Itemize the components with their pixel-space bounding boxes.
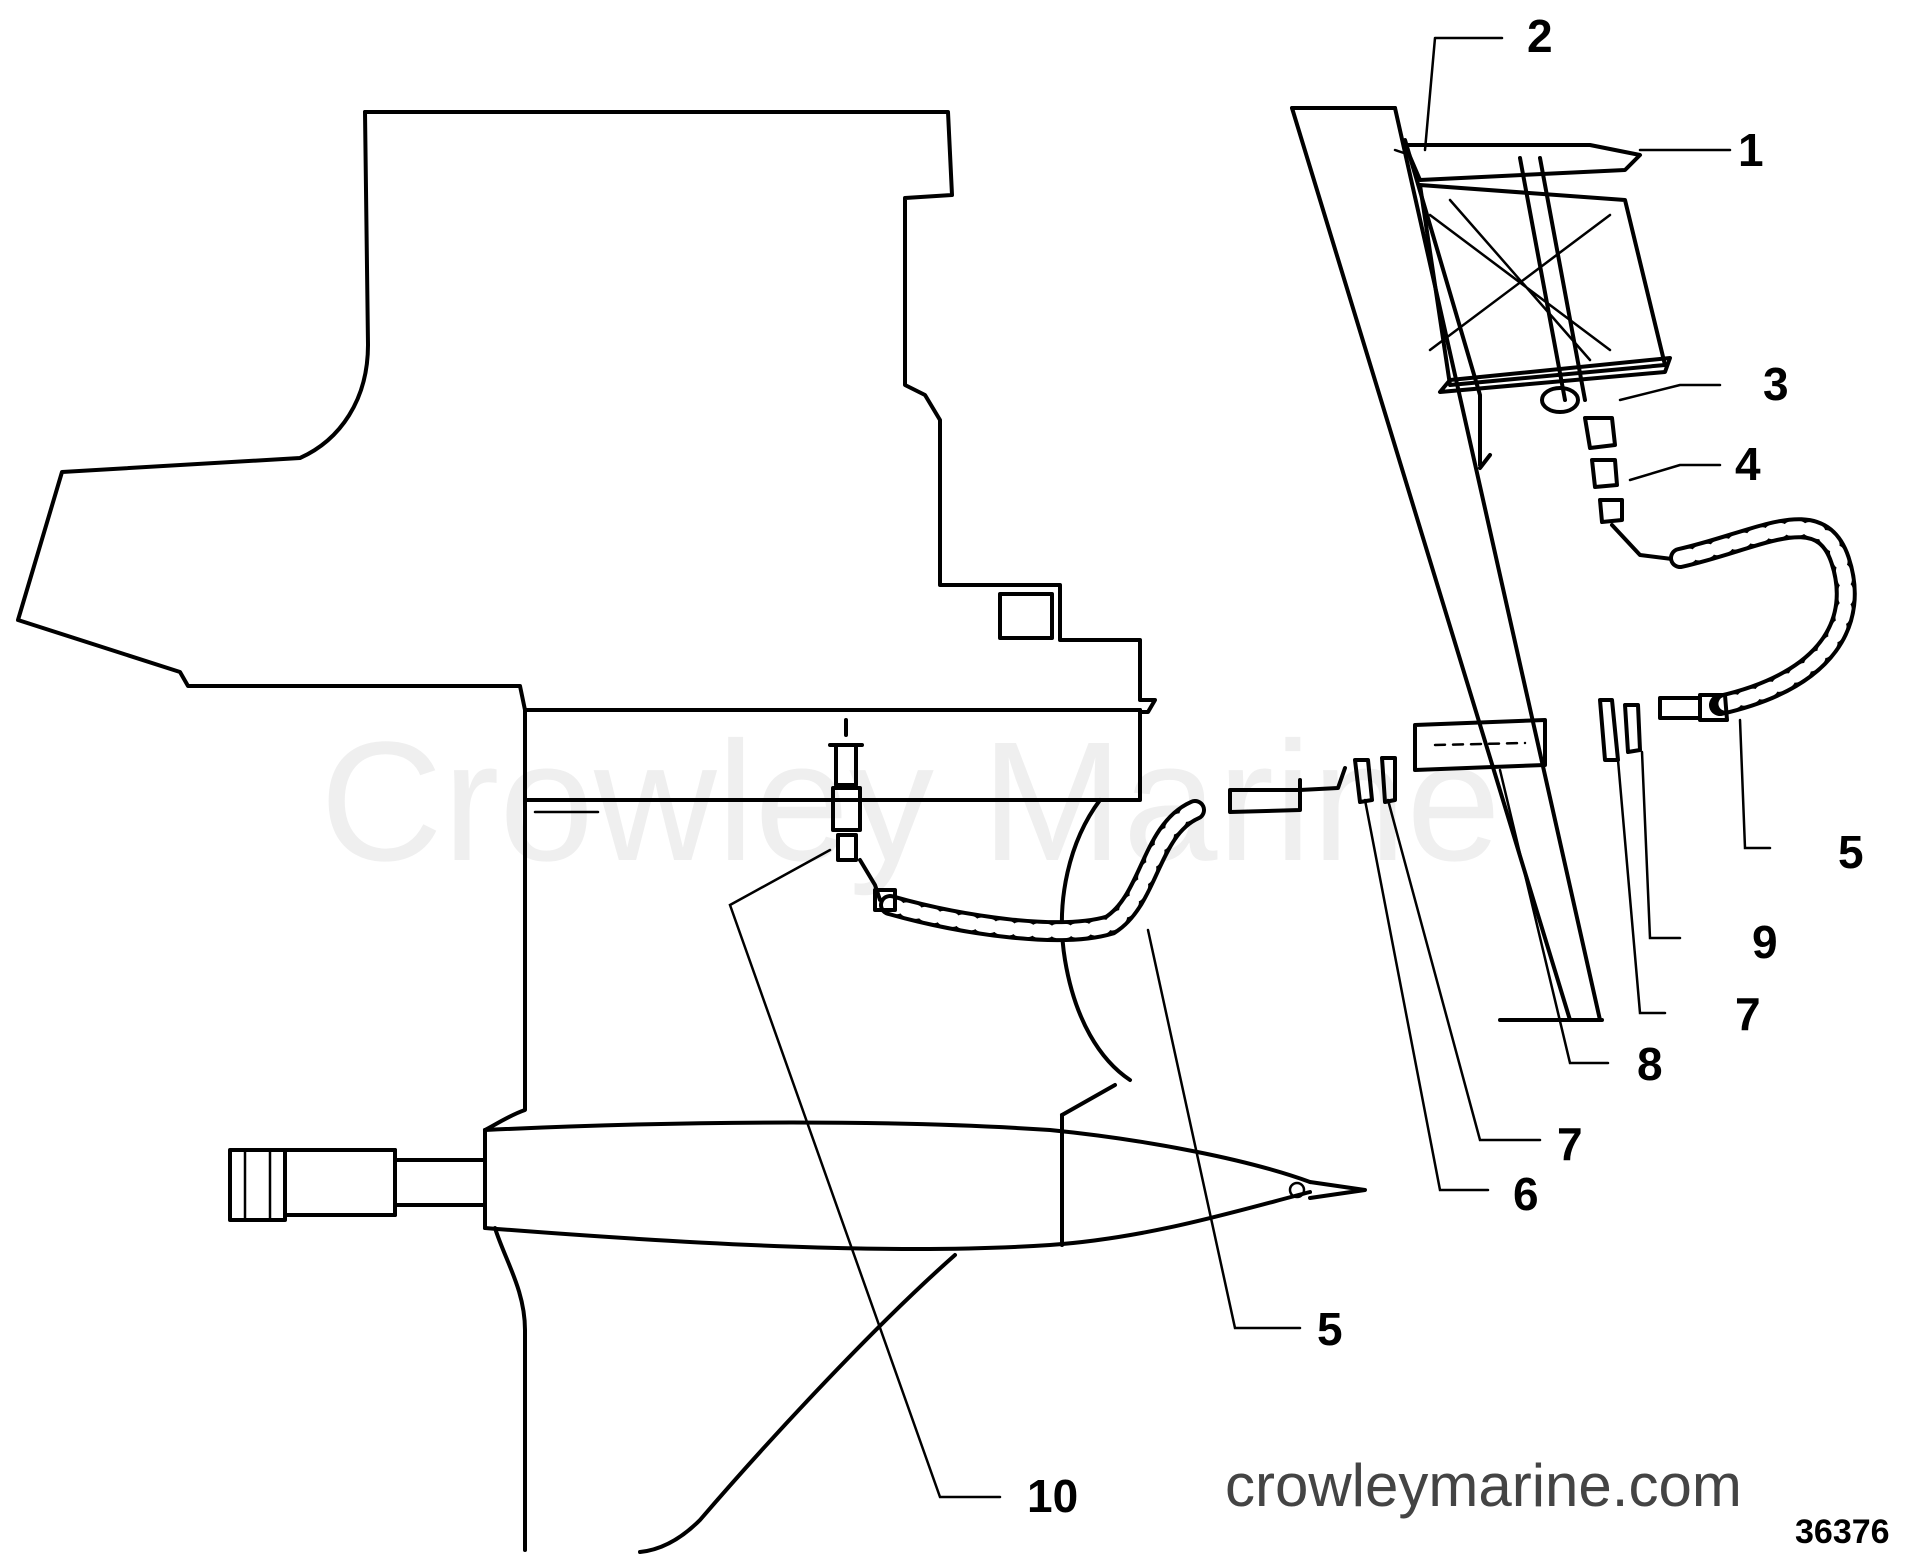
callout-9: 9 [1752, 916, 1778, 968]
callout-3: 3 [1763, 358, 1789, 410]
callout-7-left: 7 [1557, 1118, 1583, 1170]
callout-4: 4 [1735, 438, 1761, 490]
callout-7-right: 7 [1735, 988, 1761, 1040]
transom-fitting [1413, 698, 1642, 772]
upper-hose [1610, 517, 1857, 722]
callout-8: 8 [1637, 1038, 1663, 1090]
callout-5-right: 5 [1838, 826, 1864, 878]
fitting-4 [1590, 458, 1624, 524]
callout-6: 6 [1513, 1168, 1539, 1220]
callouts: 2 1 3 4 5 9 7 8 7 6 5 10 [1027, 10, 1864, 1522]
gear-case-outline [16, 110, 1367, 1554]
website-text: crowleymarine.com [1225, 1452, 1742, 1519]
callout-1: 1 [1738, 124, 1764, 176]
callout-5-bottom: 5 [1317, 1303, 1343, 1355]
drain-fitting [828, 718, 864, 862]
fitting-3 [1583, 416, 1617, 450]
filter-assembly [1393, 138, 1672, 470]
leader-lines [728, 36, 1772, 1499]
callout-2: 2 [1527, 10, 1553, 62]
lower-hose [858, 756, 1397, 943]
figure-number: 36376 [1795, 1513, 1890, 1551]
callout-10: 10 [1027, 1470, 1078, 1522]
